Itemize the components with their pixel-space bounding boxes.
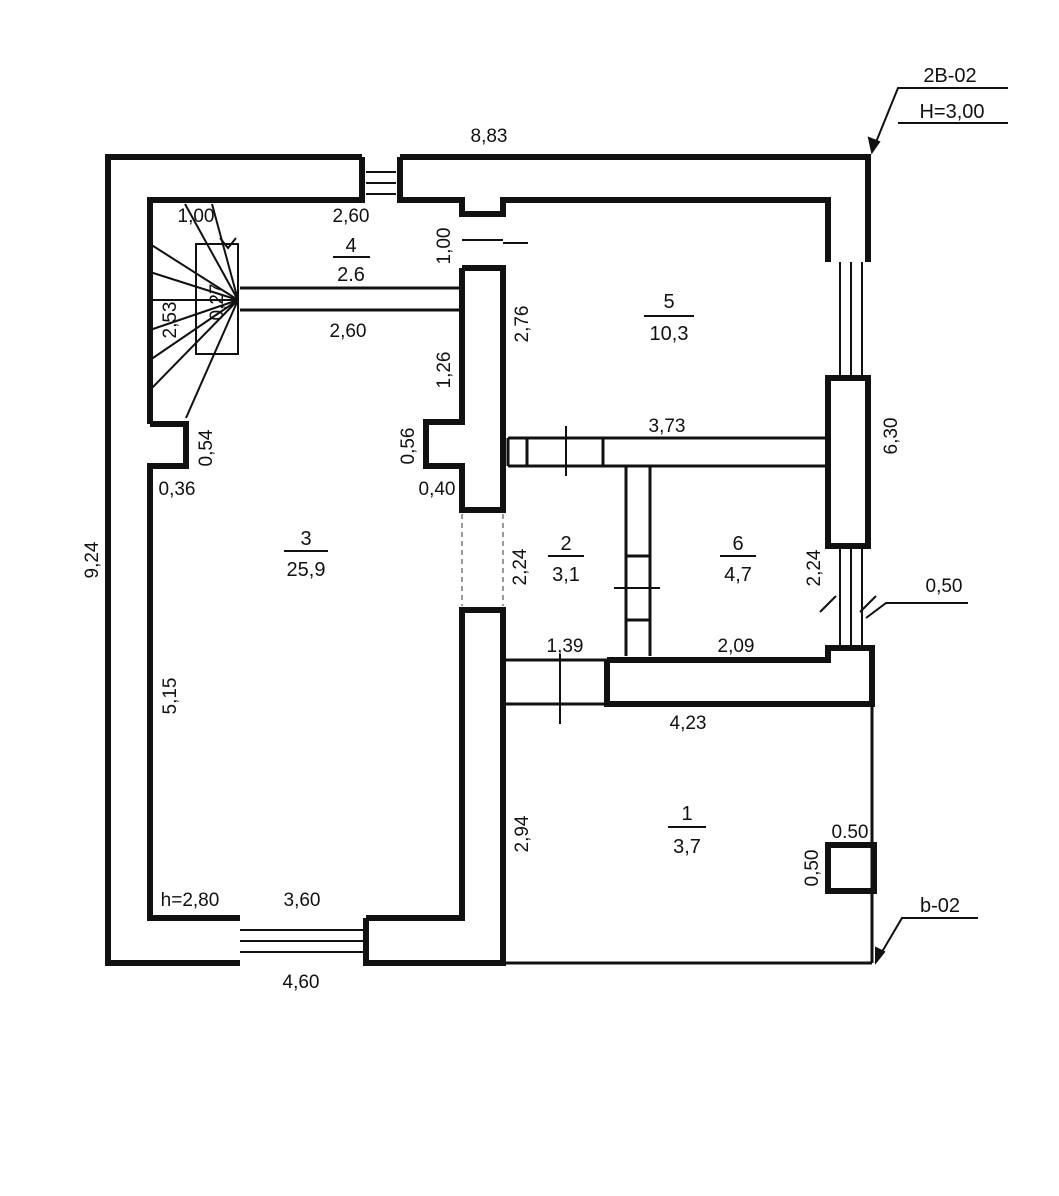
dim-room4-bottom: 2,60 (330, 321, 367, 342)
room-fraction-lines (284, 256, 756, 828)
room3-wall-bottom (363, 607, 506, 966)
room-6-number: 6 (732, 533, 743, 555)
dim-left-height: 9,24 (82, 541, 103, 578)
room-2-area: 3,1 (552, 564, 580, 586)
code-bottom: b-02 (920, 895, 960, 917)
dim-stair-step: 0,27 (207, 284, 228, 321)
dim-niche-right-width: 0,40 (419, 479, 456, 500)
dim-stair-length: 2,53 (160, 302, 181, 339)
window-bottom (240, 929, 366, 953)
outer-wall-top-right (400, 154, 871, 262)
dim-niche-right-depth: 0,56 (398, 428, 419, 465)
dim-niche-left-width: 0,36 (159, 479, 196, 500)
dim-room5-depth: 2,76 (512, 306, 533, 343)
room-5-area: 10,3 (650, 323, 689, 345)
dim-room1-width: 4,23 (670, 713, 707, 734)
interior-lines (240, 286, 874, 965)
dim-room2-depth: 2,24 (510, 548, 531, 585)
right-pier (825, 375, 871, 549)
outer-wall-top-left (105, 154, 362, 966)
exterior-walls (105, 154, 875, 966)
dim-bottom-width: 4,60 (283, 972, 320, 993)
room-5-number: 5 (663, 291, 674, 313)
dim-stair-width: 1,00 (178, 206, 215, 227)
dim-right-height: 6,30 (881, 418, 902, 455)
dim-door-width: 1,00 (434, 228, 455, 265)
inner-wall-top-left (147, 157, 365, 424)
dim-top-width: 8,83 (471, 126, 508, 147)
dim-ceiling-height: h=2,80 (161, 890, 220, 911)
central-partition (423, 265, 506, 513)
dim-room5-width: 3,73 (649, 416, 686, 437)
door-ticks (559, 426, 877, 724)
dim-room4-top: 2,60 (333, 206, 370, 227)
window-right-lower (839, 546, 863, 648)
door-room4 (462, 239, 528, 244)
height-label: Н=3,00 (919, 101, 984, 123)
room3-wall-left-upper (147, 421, 240, 921)
column (825, 842, 877, 894)
room-1-number: 1 (681, 803, 692, 825)
room-3-area: 25,9 (287, 559, 326, 581)
room-4-area: 2.6 (337, 264, 365, 286)
room-2-number: 2 (560, 533, 571, 555)
dim-room3-length: 5,15 (160, 678, 181, 715)
room-4-number: 4 (345, 235, 356, 257)
code-top: 2В-02 (923, 65, 976, 87)
dim-column-w: 0.50 (832, 822, 869, 843)
inner-wall-top-right (397, 157, 831, 262)
dim-column-h: 0,50 (802, 850, 823, 887)
window-right-upper (839, 262, 863, 378)
dim-room1-depth: 2,94 (512, 815, 533, 852)
leaders (865, 87, 1008, 965)
dim-window-offset: 0,50 (926, 576, 963, 597)
room-1-area: 3,7 (673, 836, 701, 858)
dim-room6-width: 2,09 (718, 636, 755, 657)
window-top (366, 171, 396, 195)
dim-room3-width: 3,60 (284, 890, 321, 911)
dim-room2-width: 1,39 (547, 636, 584, 657)
room-3-number: 3 (300, 528, 311, 550)
staircase (149, 203, 239, 419)
room-6-area: 4,7 (724, 564, 752, 586)
dim-room6-side: 2,24 (804, 549, 825, 586)
windows (240, 171, 863, 953)
dim-partition-length: 1,26 (434, 352, 455, 389)
dim-niche-left-depth: 0,54 (196, 429, 217, 466)
openings (461, 514, 504, 606)
